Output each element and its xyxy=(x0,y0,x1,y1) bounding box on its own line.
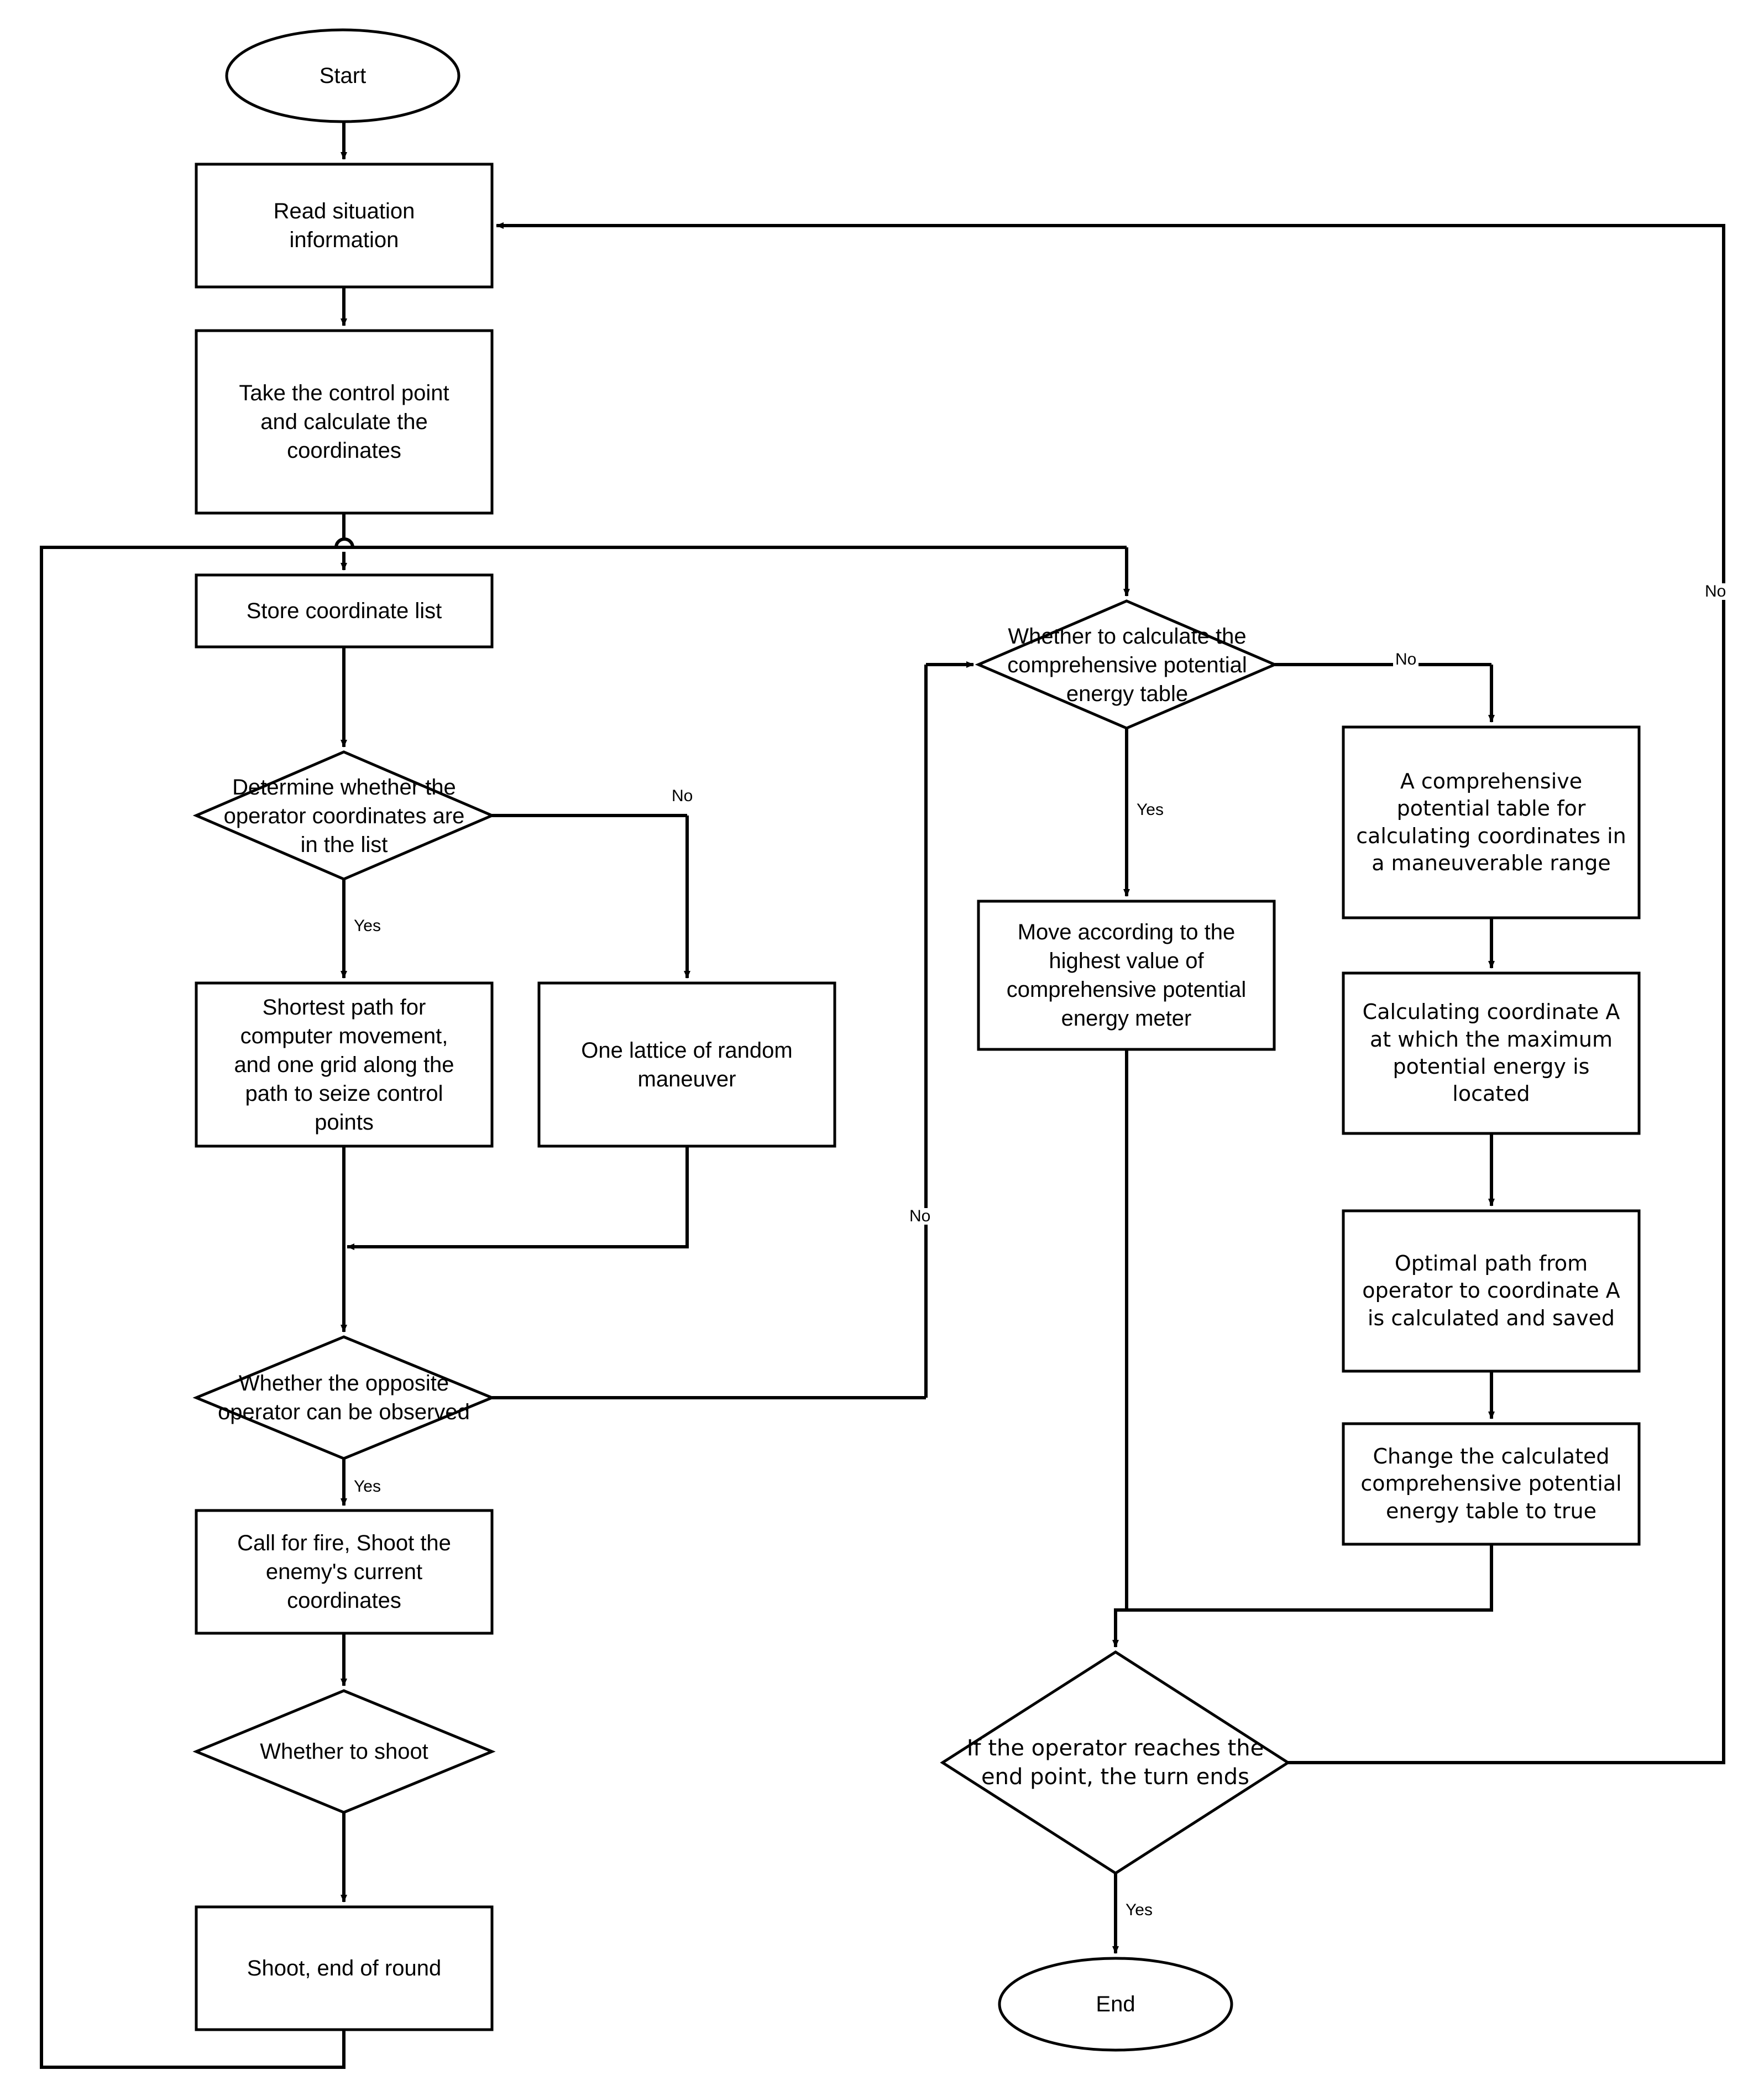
node-shape-shoot-end-round xyxy=(195,1905,494,2031)
node-shape-comprehensive-table xyxy=(1342,725,1641,919)
node-shape-whether-calculate-table xyxy=(975,599,1279,730)
node-shape-end xyxy=(998,1957,1233,2052)
edge-label-reaches-end-point-yes: Yes xyxy=(1123,1902,1155,1919)
edge-change-to-endpoint xyxy=(1116,1544,1493,1612)
edge-label-reaches-end-point-no: No xyxy=(1703,583,1729,600)
node-shape-whether-to-shoot xyxy=(192,1689,496,1814)
edge-label-whether-calculate-table-no: No xyxy=(1393,651,1419,668)
node-shape-optimal-path xyxy=(1342,1209,1641,1373)
node-shape-calculate-coord-a xyxy=(1342,971,1641,1135)
edge-label-whether-calculate-table-yes: Yes xyxy=(1134,802,1166,818)
edge-label-opposite-observed-no: No xyxy=(907,1208,933,1225)
node-shape-start xyxy=(225,28,460,123)
edge-label-opposite-observed-yes: Yes xyxy=(352,1478,383,1495)
node-shape-call-for-fire xyxy=(195,1509,494,1635)
node-shape-determine-in-list xyxy=(192,750,496,881)
node-shape-move-highest-value xyxy=(977,900,1276,1051)
node-shape-opposite-observed xyxy=(192,1335,496,1460)
edge-move-to-endpoint xyxy=(1112,1049,1128,1648)
edge-random-down-left xyxy=(350,1146,689,1248)
node-shape-shortest-path xyxy=(195,981,494,1148)
node-shape-take-control-point xyxy=(195,329,494,515)
edge-endpoint-no-loop xyxy=(504,224,1725,1764)
node-shape-random-maneuver xyxy=(537,981,836,1148)
node-shape-read-situation xyxy=(195,163,494,289)
node-shape-store-coordinate-list xyxy=(195,573,494,649)
node-shape-reaches-end-point xyxy=(940,1650,1291,1875)
edge-take-to-store-hop xyxy=(334,537,354,548)
edge-label-determine-in-list-no: No xyxy=(669,788,695,804)
edge-label-determine-in-list-yes: Yes xyxy=(352,918,383,934)
node-shape-change-table-true xyxy=(1342,1422,1641,1546)
edge-shoot-loop-back xyxy=(40,546,1127,2069)
